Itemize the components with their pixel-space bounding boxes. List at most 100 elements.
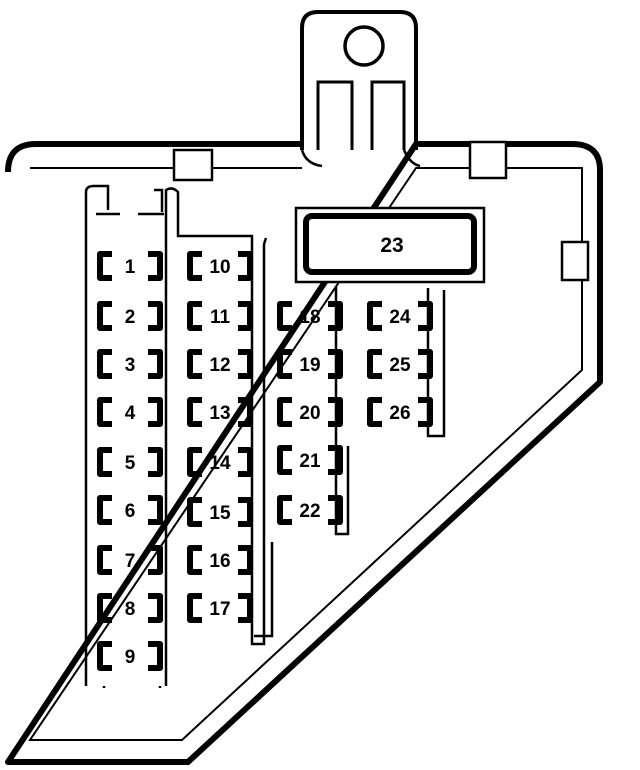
fuse-clip (148, 545, 163, 575)
fuse-clip (238, 545, 253, 575)
mounting-tab (300, 10, 418, 150)
fuse-3[interactable]: 3 (97, 349, 163, 379)
fuse-clip (418, 301, 433, 331)
fuse-15[interactable]: 15 (187, 497, 253, 527)
fuse-10[interactable]: 10 (187, 251, 253, 281)
fuse-26[interactable]: 26 (367, 397, 433, 427)
fuse-9[interactable]: 9 (97, 641, 163, 671)
fuse-clip (187, 301, 202, 331)
fuse-12[interactable]: 12 (187, 349, 253, 379)
fuse-label: 7 (125, 551, 136, 572)
fuse-label: 24 (389, 307, 411, 328)
fuse-8[interactable]: 8 (97, 593, 163, 623)
fuse-label: 14 (209, 453, 231, 474)
fuse-20[interactable]: 20 (277, 397, 343, 427)
fuse-label: 12 (209, 355, 230, 376)
fuse-clip (148, 593, 163, 623)
fuse-14[interactable]: 14 (187, 447, 253, 477)
housing-outline (5, 141, 603, 765)
fuse-clip (328, 349, 343, 379)
fuse-clip (238, 593, 253, 623)
fuse-clip (277, 445, 292, 475)
fuse-clip (328, 301, 343, 331)
fuse-13[interactable]: 13 (187, 397, 253, 427)
fuse-clip (97, 301, 112, 331)
relay-23-label: 23 (380, 234, 403, 257)
fuse-label: 25 (389, 355, 411, 376)
fuse-clip (148, 447, 163, 477)
fuse-24[interactable]: 24 (367, 301, 433, 331)
fuse-5[interactable]: 5 (97, 447, 163, 477)
fuse-label: 26 (389, 403, 410, 424)
fuse-clip (97, 593, 112, 623)
fuse-clip (97, 397, 112, 427)
fuse-clip (187, 251, 202, 281)
fuse-label: 2 (125, 307, 136, 328)
fuse-label: 8 (125, 599, 136, 620)
housing-cover-edge (300, 149, 421, 168)
fuse-clip (148, 251, 163, 281)
fuse-6[interactable]: 6 (97, 495, 163, 525)
fuse-clip (97, 545, 112, 575)
fuse-label: 21 (299, 451, 321, 472)
fuse-2[interactable]: 2 (97, 301, 163, 331)
housing-clips (172, 140, 590, 282)
fuse-clip (328, 445, 343, 475)
fuse-clip (238, 301, 253, 331)
fuse-label: 20 (299, 403, 320, 424)
fuse-19[interactable]: 19 (277, 349, 343, 379)
fuse-clip (187, 349, 202, 379)
fuse-17[interactable]: 17 (187, 593, 253, 623)
fuses: 1234567891011121314151617181920212224252… (97, 251, 433, 671)
fuse-clip (148, 397, 163, 427)
fuse-4[interactable]: 4 (97, 397, 163, 427)
fuse-clip (238, 251, 253, 281)
fuse-18[interactable]: 18 (277, 301, 343, 331)
fuse-clip (97, 641, 112, 671)
fuse-clip (187, 397, 202, 427)
fuse-label: 11 (210, 307, 231, 328)
fuse-label: 16 (209, 551, 230, 572)
fuse-clip (418, 397, 433, 427)
fuse-25[interactable]: 25 (367, 349, 433, 379)
fuse-label: 18 (299, 307, 320, 328)
fuse-11[interactable]: 11 (187, 301, 253, 331)
fuse-16[interactable]: 16 (187, 545, 253, 575)
housing-inner-outline (28, 167, 583, 741)
fuse-clip (187, 497, 202, 527)
fuse-22[interactable]: 22 (277, 495, 343, 525)
fuse-label: 17 (209, 599, 230, 620)
clip-top-right (468, 140, 508, 180)
fuse-clip (277, 397, 292, 427)
fuse-label: 13 (209, 403, 230, 424)
fuse-clip (328, 495, 343, 525)
fuse-clip (238, 447, 253, 477)
fuse-label: 15 (209, 503, 231, 524)
fuse-label: 10 (209, 257, 230, 278)
fuse-clip (277, 495, 292, 525)
fuse-clip (97, 349, 112, 379)
fuse-clip (367, 301, 382, 331)
fuse-21[interactable]: 21 (277, 445, 343, 475)
fuse-clip (277, 349, 292, 379)
fuse-clip (97, 447, 112, 477)
fuse-clip (187, 593, 202, 623)
fuse-label: 4 (125, 403, 136, 424)
fuse-clip (238, 349, 253, 379)
clip-right (560, 240, 590, 282)
fuse-clip (238, 497, 253, 527)
fuse-clip (97, 495, 112, 525)
relay-23[interactable]: 23 (294, 206, 486, 284)
fuse-clip (277, 301, 292, 331)
fuse-label: 9 (125, 647, 136, 668)
fuse-7[interactable]: 7 (97, 545, 163, 575)
fuse-1[interactable]: 1 (97, 251, 163, 281)
fuse-clip (148, 349, 163, 379)
fuse-clip (367, 349, 382, 379)
fuse-clip (328, 397, 343, 427)
fuse-clip (367, 397, 382, 427)
fuse-label: 5 (125, 453, 136, 474)
fuse-clip (148, 495, 163, 525)
fuse-label: 22 (299, 501, 320, 522)
